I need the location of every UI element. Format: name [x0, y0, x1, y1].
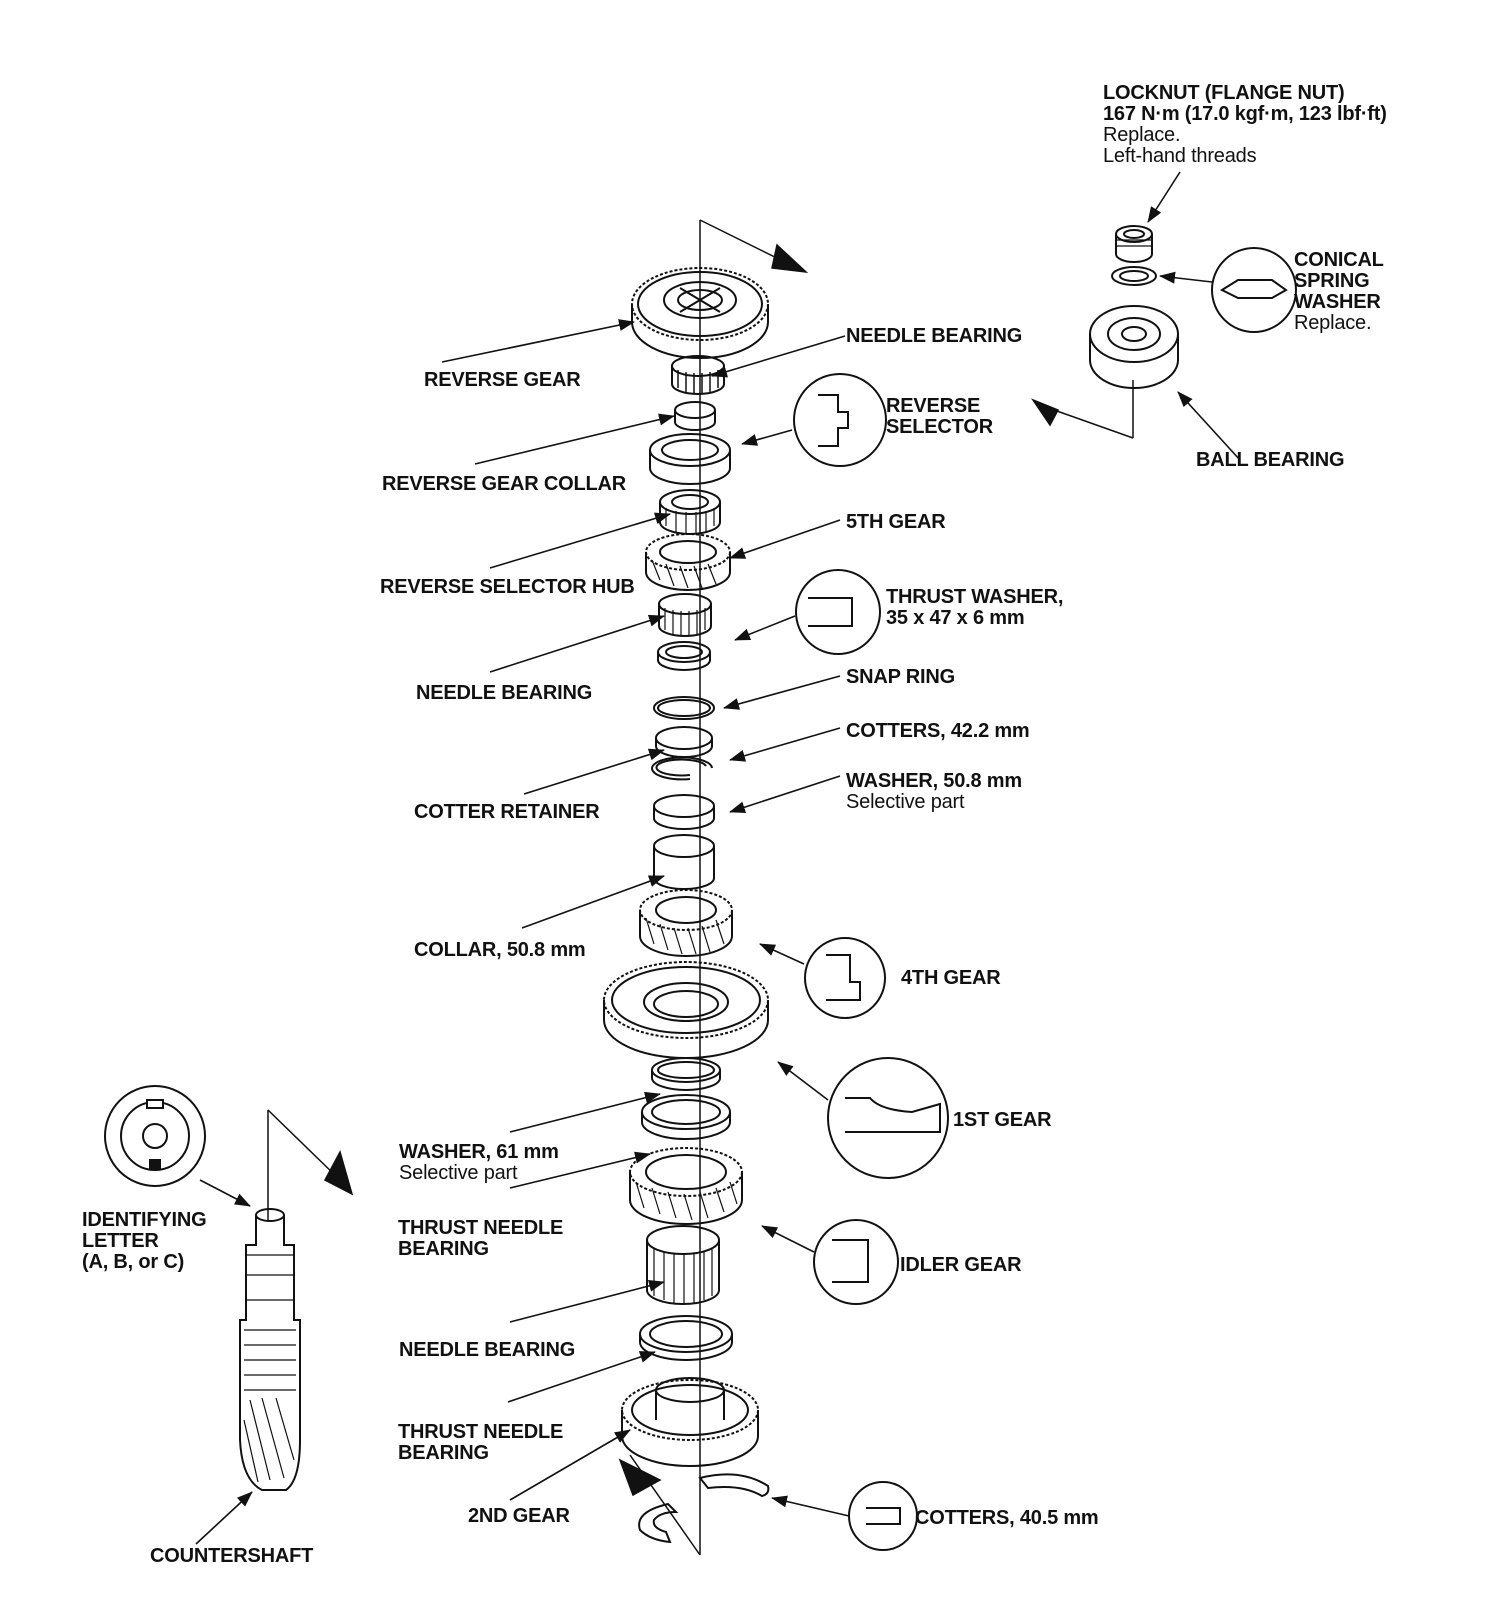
identifying-letter-label: IDENTIFYING LETTER (A, B, or C): [82, 1209, 207, 1273]
collar-50-label: COLLAR, 50.8 mm: [414, 939, 586, 961]
countershaft: [239, 1208, 301, 1491]
fourth-gear: [639, 889, 733, 957]
cotters-42-label: COTTERS, 42.2 mm: [846, 720, 1030, 742]
fifth-gear: [645, 533, 731, 591]
needle-bearing-mid: [658, 593, 712, 637]
snap-ring-label: SNAP RING: [846, 666, 955, 688]
reverse-gear: [631, 267, 769, 359]
countershaft-label: COUNTERSHAFT: [150, 1545, 314, 1567]
needle-bearing-mid-label: NEEDLE BEARING: [416, 682, 593, 704]
locknut: [1115, 225, 1153, 263]
reverse-selector-detail: [793, 373, 887, 467]
thrust-washer-label: THRUST WASHER, 35 x 47 x 6 mm: [886, 586, 1064, 629]
collar-50: [653, 834, 715, 890]
reverse-gear-collar-label: REVERSE GEAR COLLAR: [382, 473, 627, 495]
thrust-needle-bearing-1: [641, 1094, 731, 1140]
needle-bearing-top-label: NEEDLE BEARING: [846, 325, 1023, 347]
ball-bearing-label: BALL BEARING: [1196, 449, 1345, 471]
conical-spring-washer-label: CONICAL SPRING WASHER Replace.: [1294, 249, 1384, 334]
fourth-gear-label: 4TH GEAR: [901, 967, 1001, 989]
cotters-42: [655, 726, 713, 758]
reverse-selector-hub: [659, 489, 721, 535]
washer-50: [653, 794, 715, 830]
second-gear: [621, 1377, 759, 1467]
ball-bearing: [1089, 305, 1179, 389]
axis-lines: [267, 219, 1134, 1556]
thrust-needle-bearing-2: [639, 1315, 733, 1361]
thrust-washer: [657, 641, 711, 671]
cotters-40-detail: [848, 1481, 918, 1551]
first-gear: [603, 961, 769, 1059]
washer-61: [651, 1057, 721, 1091]
cotter-retainer: [651, 756, 713, 781]
thrust-needle-bearing-2-label: THRUST NEEDLE BEARING: [398, 1421, 564, 1464]
fourth-gear-detail: [804, 937, 886, 1019]
snap-ring: [653, 696, 715, 720]
reverse-gear-label: REVERSE GEAR: [424, 369, 581, 391]
reverse-selector-label: REVERSE SELECTOR: [886, 395, 993, 438]
first-gear-detail: [827, 1057, 949, 1179]
first-gear-label: 1ST GEAR: [953, 1109, 1052, 1131]
washer-61-label: WASHER, 61 mm Selective part: [399, 1141, 559, 1184]
idler-gear: [629, 1147, 743, 1225]
reverse-selector-hub-label: REVERSE SELECTOR HUB: [380, 576, 635, 598]
cotter-retainer-label: COTTER RETAINER: [414, 801, 600, 823]
washer-50-label: WASHER, 50.8 mm Selective part: [846, 770, 1022, 813]
idler-gear-label: IDLER GEAR: [900, 1254, 1022, 1276]
thrust-needle-bearing-1-label: THRUST NEEDLE BEARING: [398, 1217, 564, 1260]
reverse-selector: [649, 433, 731, 485]
cotters-40: [638, 1473, 770, 1544]
reverse-gear-collar: [674, 401, 716, 431]
conical-spring-washer: [1111, 266, 1157, 286]
cotters-40-label: COTTERS, 40.5 mm: [915, 1507, 1099, 1529]
locknut-label: LOCKNUT (FLANGE NUT) 167 N·m (17.0 kgf·m…: [1103, 82, 1387, 167]
second-gear-label: 2ND GEAR: [468, 1505, 570, 1527]
idler-gear-detail: [813, 1219, 899, 1305]
fifth-gear-label: 5TH GEAR: [846, 511, 946, 533]
thrust-washer-detail: [795, 569, 881, 655]
needle-bearing-low: [646, 1225, 720, 1305]
identifying-letter-inset: [104, 1085, 206, 1187]
conical-spring-washer-detail: [1211, 247, 1297, 333]
leader-lines: [195, 171, 1241, 1545]
needle-bearing-low-label: NEEDLE BEARING: [399, 1339, 576, 1361]
